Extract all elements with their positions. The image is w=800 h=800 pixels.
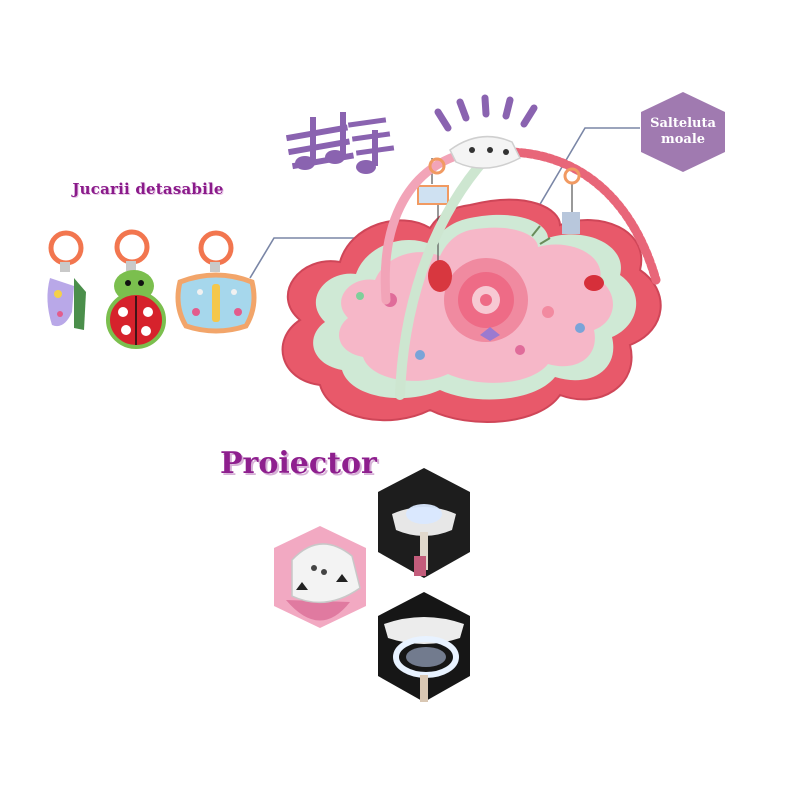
music-notes-icon — [285, 112, 395, 174]
play-mat — [281, 135, 662, 423]
projector-photo-pink — [274, 526, 366, 628]
ladybug-toy — [106, 229, 166, 349]
projector-photos — [274, 468, 470, 702]
soft-mat-hexagon — [641, 92, 725, 172]
mat-ladybug-icon — [584, 275, 604, 291]
butterfly-toy-purple — [47, 230, 86, 330]
detachable-toys — [47, 229, 257, 349]
soft-mat-label-line2: moale — [660, 132, 706, 147]
detachable-toys-label: Jucarii detasabile — [72, 180, 224, 198]
mat-hanging-cube-toy — [562, 182, 580, 234]
mat-callout-line — [525, 127, 640, 229]
projector-label: Proiector — [220, 446, 377, 481]
soft-mat-label-line1: Salteluta — [650, 116, 716, 131]
butterfly-toy-blue — [175, 230, 257, 334]
projector-unit — [449, 135, 521, 169]
right-arch — [495, 147, 661, 285]
projector-photo-dark-top — [378, 468, 470, 578]
projector-photo-dark-bottom — [378, 592, 470, 702]
center-flower — [444, 258, 528, 342]
left-arch — [380, 147, 475, 305]
mat-butterfly-icon — [480, 327, 500, 341]
soft-mat-label: Salteluta moale — [640, 92, 726, 172]
sound-waves-icon — [434, 94, 538, 132]
mint-arch — [395, 153, 491, 400]
